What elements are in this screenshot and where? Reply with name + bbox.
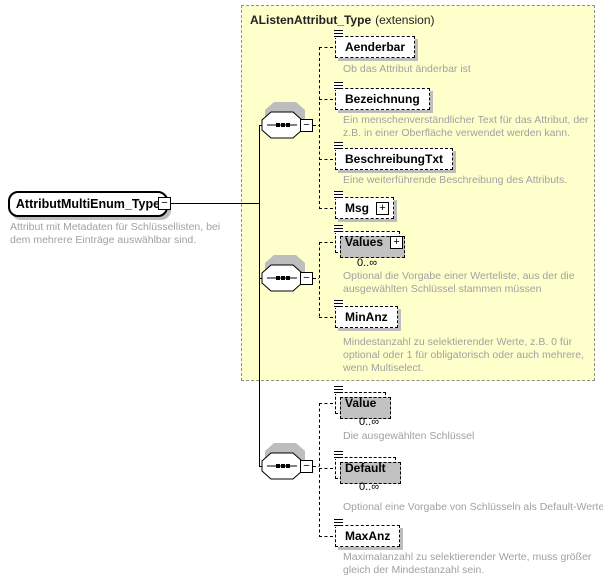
sequence-collapse-toggle[interactable]: − bbox=[300, 119, 313, 132]
element-label: Default bbox=[345, 460, 386, 475]
element-annotation: Mindestanzahl zu selektierender Werte, z… bbox=[343, 336, 585, 374]
element-annotation: Optional die Vorgabe einer Werteliste, a… bbox=[343, 270, 575, 295]
annotation-icon bbox=[333, 451, 343, 459]
sequence-icon bbox=[261, 442, 306, 480]
element-value[interactable]: Value bbox=[333, 386, 392, 419]
annotation-icon bbox=[333, 519, 343, 527]
element-annotation: Optional eine Vorgabe von Schlüsseln als… bbox=[343, 501, 603, 513]
element-bezeichnung[interactable]: Bezeichnung bbox=[333, 82, 430, 110]
element-beschreibungtxt[interactable]: BeschreibungTxt bbox=[333, 142, 454, 170]
sequence-collapse-toggle[interactable]: − bbox=[300, 272, 313, 285]
element-annotation: Maximalanzahl zu selektierender Werte, m… bbox=[343, 551, 592, 576]
extension-title: AListenAttribut_Type(extension) bbox=[250, 13, 435, 27]
element-label: MinAnz bbox=[345, 309, 388, 324]
element-annotation: Ein menschenverständlicher Text für das … bbox=[343, 114, 589, 139]
annotation-icon bbox=[333, 30, 343, 38]
extension-type-name: AListenAttribut_Type bbox=[250, 13, 372, 27]
element-label: BeschreibungTxt bbox=[345, 151, 444, 166]
annotation-icon bbox=[333, 142, 343, 150]
occurrence-label: 0..∞ bbox=[359, 481, 380, 493]
annotation-icon bbox=[333, 300, 343, 308]
annotation-icon bbox=[333, 191, 343, 199]
element-label: Values bbox=[345, 234, 384, 249]
expand-toggle[interactable]: + bbox=[376, 201, 389, 215]
root-element-annotation: Attribut mit Metadaten für Schlüssellist… bbox=[10, 221, 221, 246]
element-annotation: Die ausgewählten Schlüssel bbox=[343, 430, 475, 442]
element-label: MaxAnz bbox=[345, 528, 391, 543]
annotation-icon bbox=[333, 225, 343, 233]
element-label: Msg bbox=[345, 200, 369, 215]
element-label: Bezeichnung bbox=[345, 91, 420, 106]
occurrence-label: 0..∞ bbox=[359, 416, 380, 428]
element-minanz[interactable]: MinAnz bbox=[333, 300, 398, 328]
element-label: Value bbox=[345, 395, 377, 410]
element-msg[interactable]: Msg + bbox=[333, 191, 394, 219]
root-element-label: AttributMultiEnum_Type bbox=[15, 197, 161, 211]
element-label: Aenderbar bbox=[345, 39, 406, 54]
element-default[interactable]: Default bbox=[333, 451, 401, 484]
sequence-collapse-toggle[interactable]: − bbox=[300, 460, 313, 473]
expand-toggle[interactable]: + bbox=[390, 235, 404, 249]
element-maxanz[interactable]: MaxAnz bbox=[333, 519, 401, 547]
annotation-icon bbox=[333, 82, 343, 90]
extension-region bbox=[241, 5, 595, 381]
collapse-toggle[interactable]: − bbox=[158, 197, 171, 210]
occurrence-label: 0..∞ bbox=[357, 257, 378, 269]
element-annotation: Eine weiterführende Beschreibung des Att… bbox=[343, 174, 568, 186]
element-attributmultienum-type[interactable]: AttributMultiEnum_Type bbox=[8, 191, 168, 217]
annotation-icon bbox=[333, 386, 343, 394]
element-annotation: Ob das Attribut änderbar ist bbox=[343, 63, 471, 75]
element-aenderbar[interactable]: Aenderbar bbox=[333, 30, 416, 58]
extension-suffix: (extension) bbox=[375, 13, 435, 27]
element-values[interactable]: Values + bbox=[333, 225, 406, 258]
